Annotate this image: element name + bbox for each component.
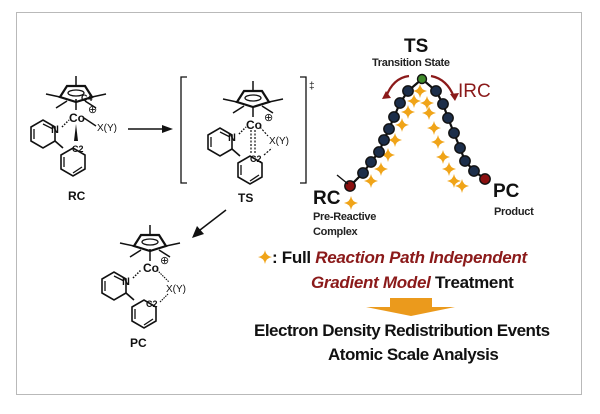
gradient-star-icon bbox=[422, 106, 436, 120]
structure-ts: ‡ Co ⊕ N X(Y) C2 TS bbox=[180, 76, 315, 205]
outcome-line-2: Atomic Scale Analysis bbox=[328, 345, 499, 364]
pc-label: PC bbox=[130, 336, 147, 350]
profile-pc-label: PC bbox=[493, 181, 520, 202]
rc-charge: ⊕ bbox=[88, 104, 97, 116]
irc-nodes bbox=[344, 73, 491, 192]
rc-c4-atom: C4 bbox=[81, 93, 93, 103]
legend-treatment: Treatment bbox=[434, 273, 514, 292]
ts-dagger: ‡ bbox=[309, 81, 315, 92]
legend-separator: : bbox=[272, 248, 282, 267]
profile-rc-sublabel-2: Complex bbox=[313, 226, 359, 238]
gradient-star-icon bbox=[388, 133, 402, 147]
arrow-ts-to-pc-icon bbox=[192, 209, 227, 238]
ts-charge: ⊕ bbox=[264, 112, 273, 124]
pc-co-atom: Co bbox=[143, 261, 159, 275]
gradient-star-icon bbox=[427, 121, 441, 135]
irc-node bbox=[378, 134, 390, 146]
legend-method-2: Gradient Model bbox=[311, 273, 431, 292]
irc-node bbox=[373, 146, 385, 158]
irc-node bbox=[365, 156, 377, 168]
rc-co-atom: Co bbox=[69, 111, 85, 125]
gradient-star-icon bbox=[420, 96, 434, 110]
pc-ligand: X(Y) bbox=[166, 284, 186, 295]
profile-rc-sublabel-1: Pre-Reactive bbox=[313, 211, 376, 223]
ts-node bbox=[416, 73, 428, 85]
legend-method: Reaction Path Independent bbox=[315, 248, 527, 267]
gradient-star-icon bbox=[431, 135, 445, 149]
rc-label: RC bbox=[68, 189, 86, 203]
irc-node bbox=[442, 112, 454, 124]
ts-n-atom: N bbox=[228, 132, 236, 144]
rc-n-atom: N bbox=[51, 124, 59, 136]
profile-ts-label: TS bbox=[404, 36, 428, 57]
structure-rc: Co ⊕ N X(Y) C4 C2 RC bbox=[30, 74, 117, 203]
structure-pc: Co ⊕ N X(Y) C2 PC bbox=[101, 223, 186, 350]
irc-node bbox=[357, 167, 369, 179]
down-arrow-icon bbox=[366, 298, 455, 316]
rc-c2-atom: C2 bbox=[72, 144, 84, 154]
legend-line-1: : Full Reaction Path Independent bbox=[272, 248, 527, 268]
figure-frame bbox=[16, 12, 582, 395]
reaction-profile: TS Transition State IRC RC Pre-Reactive … bbox=[313, 36, 534, 238]
irc-node bbox=[448, 127, 460, 139]
ts-c2-atom: C2 bbox=[250, 154, 262, 164]
profile-rc-label: RC bbox=[313, 188, 341, 209]
ts-label: TS bbox=[238, 191, 253, 205]
legend-full: Full bbox=[281, 248, 311, 267]
irc-node bbox=[394, 97, 406, 109]
irc-node bbox=[459, 155, 471, 167]
outcome-line-1: Electron Density Redistribution Events bbox=[254, 321, 550, 340]
gradient-star-icon bbox=[344, 196, 358, 210]
profile-ts-sublabel: Transition State bbox=[372, 57, 450, 69]
irc-node bbox=[383, 123, 395, 135]
ts-co-atom: Co bbox=[246, 118, 262, 132]
rc-ligand: X(Y) bbox=[97, 123, 117, 134]
legend-star-icon bbox=[258, 250, 272, 264]
irc-node bbox=[430, 85, 442, 97]
irc-node bbox=[454, 142, 466, 154]
profile-pc-sublabel: Product bbox=[494, 206, 534, 218]
irc-node bbox=[388, 111, 400, 123]
gradient-star-icon bbox=[436, 150, 450, 164]
pc-charge: ⊕ bbox=[160, 255, 169, 267]
legend-line-2: Gradient Model Treatment bbox=[311, 273, 514, 293]
irc-label: IRC bbox=[458, 81, 491, 102]
irc-node bbox=[468, 165, 480, 177]
endpoint-node bbox=[479, 173, 491, 185]
arrow-rc-to-ts-icon bbox=[128, 125, 173, 133]
pc-n-atom: N bbox=[122, 276, 130, 288]
pc-c2-atom: C2 bbox=[146, 299, 158, 309]
gradient-points bbox=[344, 84, 469, 210]
ts-ligand: X(Y) bbox=[269, 136, 289, 147]
irc-node bbox=[437, 98, 449, 110]
gradient-star-icon bbox=[442, 162, 456, 176]
irc-node bbox=[402, 85, 414, 97]
